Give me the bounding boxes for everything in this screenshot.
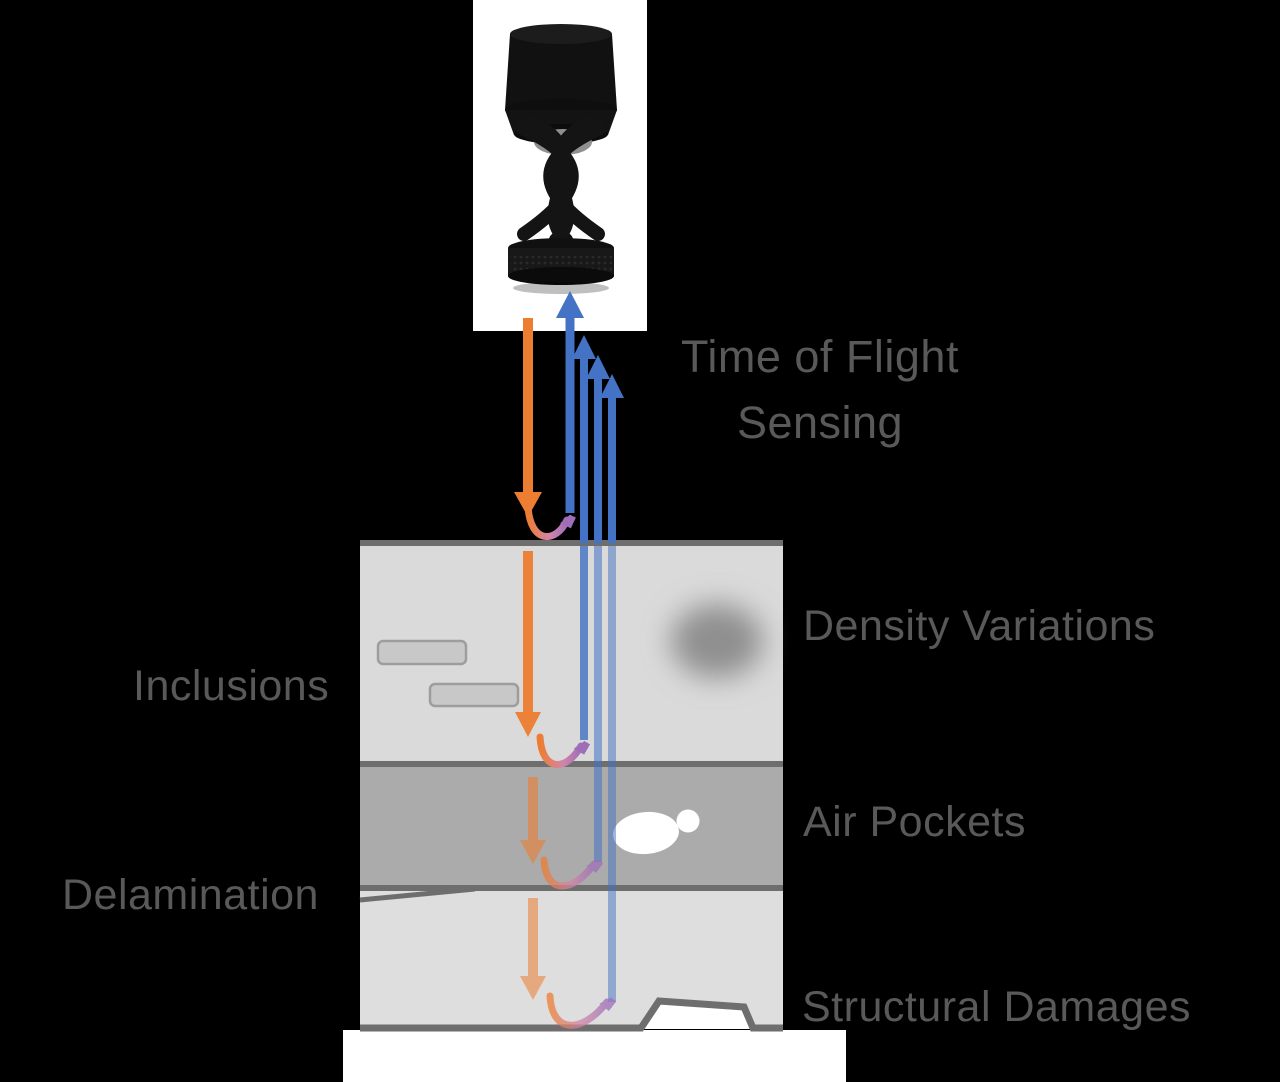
inclusions-label: Inclusions xyxy=(133,662,330,710)
echo-arrow-4 xyxy=(600,374,624,543)
structural-damages-label: Structural Damages xyxy=(802,983,1191,1031)
sensor-base xyxy=(508,238,614,294)
density-variation-blob xyxy=(671,604,763,678)
reflection-curve-2 xyxy=(536,733,581,768)
density-variations-label: Density Variations xyxy=(803,602,1156,650)
delamination-label: Delamination xyxy=(62,871,319,919)
sensor-helix xyxy=(515,115,607,247)
inclusion-rect-1 xyxy=(376,639,468,666)
material-block xyxy=(360,543,783,1026)
emit-arrow-1 xyxy=(514,318,542,517)
air-pockets-label: Air Pockets xyxy=(803,798,1026,846)
emit-arrow-4 xyxy=(520,898,546,1000)
echo-arrow-2 xyxy=(572,335,596,543)
layer-2 xyxy=(360,765,783,889)
emit-arrow-3 xyxy=(520,777,546,864)
delamination-crack-line xyxy=(359,886,476,903)
reflection-curve-4 xyxy=(546,992,607,1029)
ultrasonic-sensor-icon xyxy=(505,24,617,294)
echo-arrow-3 xyxy=(586,355,610,543)
inclusion-rect-2 xyxy=(428,682,520,708)
title-label: Time of Flight Sensing xyxy=(681,331,959,449)
echo-arrow-1 xyxy=(556,291,584,513)
reflection-curve-3 xyxy=(540,860,594,890)
emit-arrow-2 xyxy=(515,551,541,737)
white-backing-band xyxy=(343,1030,846,1082)
air-pocket-blob xyxy=(613,809,700,855)
layer-3 xyxy=(360,889,783,1026)
bottom-border xyxy=(360,997,783,1032)
reflection-curve-1 xyxy=(524,502,567,540)
